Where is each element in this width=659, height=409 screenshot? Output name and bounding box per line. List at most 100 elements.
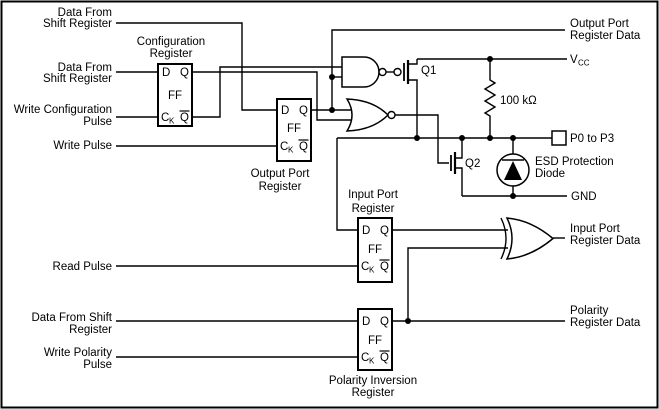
wire-polarity-q-to-xor	[407, 247, 508, 321]
junction-resistor-node	[487, 135, 493, 141]
nor-inverter-bubble	[387, 110, 396, 120]
output-ff-label: FF	[287, 123, 301, 135]
polarity-ff-box	[357, 308, 393, 371]
q2-label: Q2	[465, 158, 480, 170]
label-read-pulse: Read Pulse	[53, 261, 112, 273]
label-vcc: V	[570, 54, 578, 66]
polarity-register-title-2: Register	[352, 387, 395, 399]
label-polarity-register-data-2: Register Data	[570, 317, 641, 329]
label-write-polarity-1: Write Polarity	[44, 347, 112, 359]
label-data-from-shift-top-1: Data From	[58, 7, 112, 19]
output-port-register-ff: D Q FF C K Q Output Port Register	[251, 98, 312, 193]
label-p0-to-p3: P0 to P3	[570, 133, 614, 145]
polarity-inversion-register-ff: D Q FF C K Q Polarity Inversion Register	[329, 308, 417, 399]
polarity-ff-label: FF	[368, 335, 382, 347]
label-input-port-register-data-2: Register Data	[570, 235, 641, 247]
output-ff-c: C	[280, 141, 288, 153]
junction-polarity-q	[405, 318, 411, 324]
xor-body	[505, 217, 555, 260]
wire-nor-to-q2-gate	[395, 114, 449, 164]
junction-dots	[329, 56, 516, 324]
junction-q1-node	[414, 135, 420, 141]
esd-protection-diode	[496, 153, 530, 187]
label-resistor-value: 100 kΩ	[500, 95, 537, 107]
xor-back-arc	[500, 217, 507, 260]
polarity-ff-k-sub: K	[369, 357, 375, 366]
config-ff-label: FF	[168, 90, 182, 102]
input-register-title-2: Register	[352, 203, 395, 215]
wires	[116, 22, 567, 358]
diode-triangle	[504, 161, 522, 180]
label-gnd: GND	[571, 191, 597, 203]
label-write-configuration-1: Write Configuration	[14, 104, 112, 116]
label-data-from-shift-bottom-1: Data From Shift	[31, 312, 112, 324]
polarity-register-title-1: Polarity Inversion	[329, 375, 417, 387]
input-ff-qbar: Q	[380, 261, 389, 273]
input-ff-k-sub: K	[369, 266, 375, 275]
output-ff-k-sub: K	[288, 146, 294, 155]
wire-output-register-data	[331, 29, 565, 110]
input-register-title-1: Input Port	[348, 189, 399, 201]
output-ff-qbar: Q	[299, 141, 308, 153]
output-register-title-1: Output Port	[251, 168, 311, 180]
input-ff-box	[357, 217, 393, 283]
xor-gate	[500, 217, 555, 260]
resistor-100k	[483, 59, 497, 138]
config-register-title-1: Configuration	[137, 36, 205, 48]
wire-pad-to-input-ff-d	[336, 138, 358, 231]
input-ff-label: FF	[368, 244, 382, 256]
label-write-configuration-2: Pulse	[83, 116, 112, 128]
polarity-ff-q: Q	[380, 316, 389, 328]
config-ff-qbar: Q	[180, 112, 189, 124]
wire-q1-drain	[408, 79, 418, 138]
right-signal-labels: Output Port Register Data V CC 100 kΩ P0…	[500, 18, 641, 329]
q2-nmos-transistor: Q2	[450, 152, 480, 174]
config-ff-c: C	[161, 112, 169, 124]
q1-pmos-transistor: Q1	[393, 60, 436, 84]
config-ff-d: D	[162, 67, 170, 79]
label-output-port-register-data-2: Register Data	[570, 30, 641, 42]
label-esd-protection-1: ESD Protection	[535, 156, 614, 168]
q1-label: Q1	[421, 65, 436, 77]
q1-gate-bubble	[393, 67, 402, 77]
input-ff-d: D	[362, 225, 370, 237]
junction-output-q	[329, 107, 335, 113]
polarity-ff-d: D	[362, 316, 370, 328]
wire-config-q-to-nor	[192, 71, 353, 121]
nand-gate	[341, 56, 387, 88]
config-register-title-2: Register	[150, 48, 193, 60]
wire-q2-source	[455, 167, 463, 196]
input-ff-q: Q	[380, 225, 389, 237]
polarity-ff-qbar: Q	[380, 352, 389, 364]
label-input-port-register-data-1: Input Port	[570, 223, 621, 235]
wire-q1-source	[408, 59, 418, 65]
label-data-from-shift-bottom-2: Register	[69, 324, 112, 336]
output-ff-d: D	[281, 105, 289, 117]
junction-nand-input	[329, 74, 335, 80]
output-register-title-2: Register	[259, 181, 302, 193]
pad-square	[551, 130, 567, 146]
left-signal-labels: Data From Shift Register Data From Shift…	[14, 7, 113, 371]
label-write-pulse: Write Pulse	[53, 140, 112, 152]
label-esd-protection-2: Diode	[535, 168, 565, 180]
label-output-port-register-data-1: Output Port	[570, 18, 630, 30]
junction-q2-node	[459, 135, 465, 141]
config-ff-q: Q	[180, 67, 189, 79]
nor-body	[345, 98, 390, 132]
config-ff-k-sub: K	[169, 117, 175, 126]
output-ff-box	[276, 98, 312, 162]
label-vcc-subscript: CC	[578, 59, 590, 68]
input-port-register-ff: D Q FF C K Q Input Port Register	[348, 189, 399, 283]
label-polarity-register-data-1: Polarity	[570, 305, 609, 317]
nand-body	[341, 56, 380, 88]
label-data-from-shift-top-2: Shift Register	[43, 18, 112, 30]
configuration-register-ff: D Q FF C K Q Configuration Register	[137, 36, 205, 127]
config-ff-box	[157, 63, 193, 127]
junction-resistor-vcc	[487, 56, 493, 62]
label-data-from-shift-mid-2: Shift Register	[43, 73, 112, 85]
polarity-ff-c: C	[361, 352, 369, 364]
wire-q2-drain	[455, 138, 463, 159]
